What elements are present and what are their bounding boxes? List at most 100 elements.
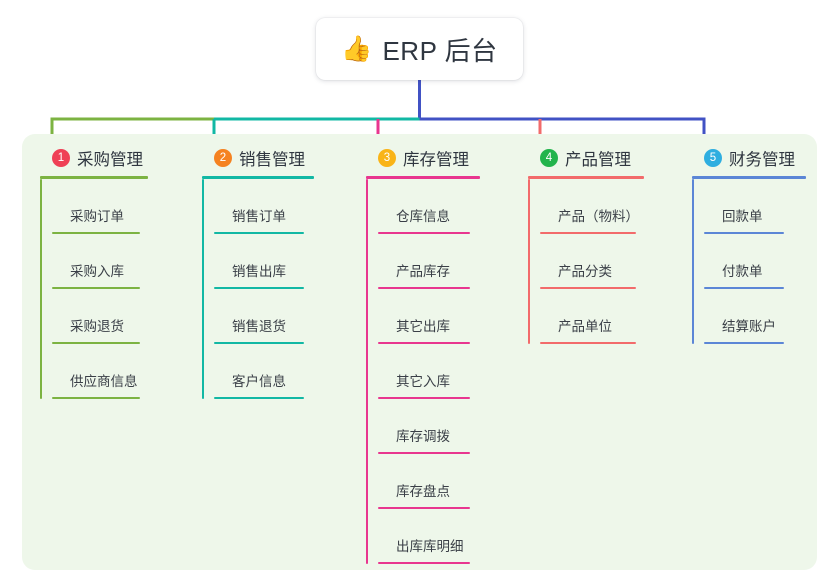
menu-item-label: 客户信息: [232, 374, 286, 389]
menu-item-label: 销售退货: [232, 319, 286, 334]
column-销售管理: 2 销售管理销售订单销售出库销售退货客户信息: [202, 146, 314, 399]
menu-item-label: 产品（物料）: [558, 209, 639, 224]
column-header-采购管理[interactable]: 1 采购管理: [40, 146, 148, 170]
column-title: 采购管理: [77, 151, 143, 169]
menu-item-label: 仓库信息: [396, 209, 450, 224]
menu-item-rule: [378, 507, 470, 509]
menu-item-label: 其它出库: [396, 319, 450, 334]
menu-item[interactable]: 采购退货: [52, 289, 148, 344]
column-header-rule: [40, 176, 148, 179]
menu-item[interactable]: 采购入库: [52, 234, 148, 289]
menu-item[interactable]: 出库库明细: [378, 509, 480, 564]
menu-item-rule: [378, 562, 470, 564]
menu-item-rule: [378, 287, 470, 289]
menu-item-label: 回款单: [722, 209, 763, 224]
menu-item-rule: [378, 452, 470, 454]
menu-item-rule: [214, 287, 304, 289]
menu-item-label: 库存盘点: [396, 484, 450, 499]
menu-item-label: 产品单位: [558, 319, 612, 334]
column-header-财务管理[interactable]: 5 财务管理: [692, 146, 806, 170]
column-header-rule: [366, 176, 480, 179]
menu-item[interactable]: 其它入库: [378, 344, 480, 399]
menu-item[interactable]: 产品库存: [378, 234, 480, 289]
menu-item-label: 采购入库: [70, 264, 124, 279]
menu-item-rule: [704, 342, 784, 344]
menu-item-rule: [52, 342, 140, 344]
column-items: 回款单付款单结算账户: [692, 179, 806, 344]
menu-item-rule: [52, 287, 140, 289]
menu-item-rule: [378, 232, 470, 234]
menu-item[interactable]: 库存调拨: [378, 399, 480, 454]
column-title: 财务管理: [729, 151, 795, 169]
menu-item-rule: [378, 342, 470, 344]
column-number-badge: 1: [52, 149, 70, 167]
column-库存管理: 3 库存管理仓库信息产品库存其它出库其它入库库存调拨库存盘点出库库明细: [366, 146, 480, 564]
column-spine: [202, 179, 204, 399]
menu-item-label: 采购订单: [70, 209, 124, 224]
menu-item[interactable]: 仓库信息: [378, 179, 480, 234]
menu-item-rule: [214, 397, 304, 399]
menu-item[interactable]: 库存盘点: [378, 454, 480, 509]
menu-item[interactable]: 销售订单: [214, 179, 314, 234]
thumbs-up-icon: 👍: [341, 34, 373, 63]
column-header-rule: [528, 176, 644, 179]
menu-item-rule: [704, 232, 784, 234]
menu-item-rule: [214, 232, 304, 234]
menu-item-label: 库存调拨: [396, 429, 450, 444]
menu-item-label: 供应商信息: [70, 374, 138, 389]
menu-item-label: 采购退货: [70, 319, 124, 334]
menu-item-rule: [52, 232, 140, 234]
diagram-panel: [22, 134, 817, 570]
column-header-库存管理[interactable]: 3 库存管理: [366, 146, 480, 170]
menu-item[interactable]: 销售退货: [214, 289, 314, 344]
menu-item[interactable]: 销售出库: [214, 234, 314, 289]
menu-item-rule: [52, 397, 140, 399]
menu-item-rule: [214, 342, 304, 344]
menu-item[interactable]: 结算账户: [704, 289, 806, 344]
column-number-badge: 4: [540, 149, 558, 167]
column-header-rule: [202, 176, 314, 179]
menu-item[interactable]: 其它出库: [378, 289, 480, 344]
column-number-badge: 2: [214, 149, 232, 167]
column-spine: [692, 179, 694, 344]
column-spine: [366, 179, 368, 564]
column-title: 产品管理: [565, 151, 631, 169]
menu-item[interactable]: 采购订单: [52, 179, 148, 234]
column-title: 销售管理: [239, 151, 305, 169]
menu-item-label: 销售出库: [232, 264, 286, 279]
root-title: ERP 后台: [382, 35, 498, 66]
menu-item-label: 产品分类: [558, 264, 612, 279]
column-items: 销售订单销售出库销售退货客户信息: [202, 179, 314, 399]
menu-item[interactable]: 客户信息: [214, 344, 314, 399]
column-title: 库存管理: [403, 151, 469, 169]
column-header-产品管理[interactable]: 4 产品管理: [528, 146, 644, 170]
menu-item[interactable]: 付款单: [704, 234, 806, 289]
menu-item[interactable]: 产品单位: [540, 289, 644, 344]
column-产品管理: 4 产品管理产品（物料） 产品分类产品单位: [528, 146, 644, 344]
menu-item-rule: [704, 287, 784, 289]
menu-item[interactable]: 回款单: [704, 179, 806, 234]
menu-item-label: 结算账户: [722, 319, 776, 334]
column-财务管理: 5 财务管理回款单付款单结算账户: [692, 146, 806, 344]
menu-item-rule: [540, 342, 636, 344]
column-采购管理: 1 采购管理采购订单采购入库采购退货供应商信息: [40, 146, 148, 399]
menu-item-rule: [540, 232, 636, 234]
menu-item-label: 其它入库: [396, 374, 450, 389]
menu-item-rule: [540, 287, 636, 289]
menu-item-rule: [378, 397, 470, 399]
menu-item[interactable]: 供应商信息: [52, 344, 148, 399]
column-number-badge: 5: [704, 149, 722, 167]
menu-item[interactable]: 产品（物料）: [540, 179, 644, 234]
column-spine: [528, 179, 530, 344]
menu-item-label: 销售订单: [232, 209, 286, 224]
column-header-销售管理[interactable]: 2 销售管理: [202, 146, 314, 170]
menu-item-label: 出库库明细: [396, 539, 464, 554]
menu-item-label: 产品库存: [396, 264, 450, 279]
root-node-card[interactable]: 👍 ERP 后台: [316, 18, 523, 80]
column-number-badge: 3: [378, 149, 396, 167]
column-spine: [40, 179, 42, 399]
menu-item[interactable]: 产品分类: [540, 234, 644, 289]
column-header-rule: [692, 176, 806, 179]
column-items: 仓库信息产品库存其它出库其它入库库存调拨库存盘点出库库明细: [366, 179, 480, 564]
column-items: 采购订单采购入库采购退货供应商信息: [40, 179, 148, 399]
